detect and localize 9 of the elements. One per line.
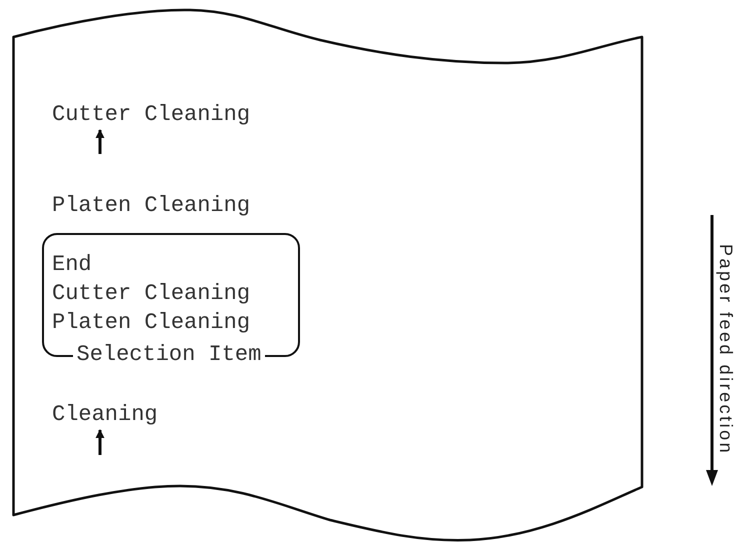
arrow — [96, 129, 104, 154]
menu-option: Platen Cleaning — [52, 308, 250, 337]
direction-label: Paper feed direction — [716, 244, 736, 456]
menu-option: Cutter Cleaning — [52, 279, 250, 308]
printed-line: Platen Cleaning — [52, 192, 250, 220]
printed-line: Cutter Cleaning — [52, 100, 250, 130]
arrow — [96, 429, 104, 455]
printed-line: Cleaning — [52, 400, 158, 430]
menu-option: End — [52, 250, 92, 279]
